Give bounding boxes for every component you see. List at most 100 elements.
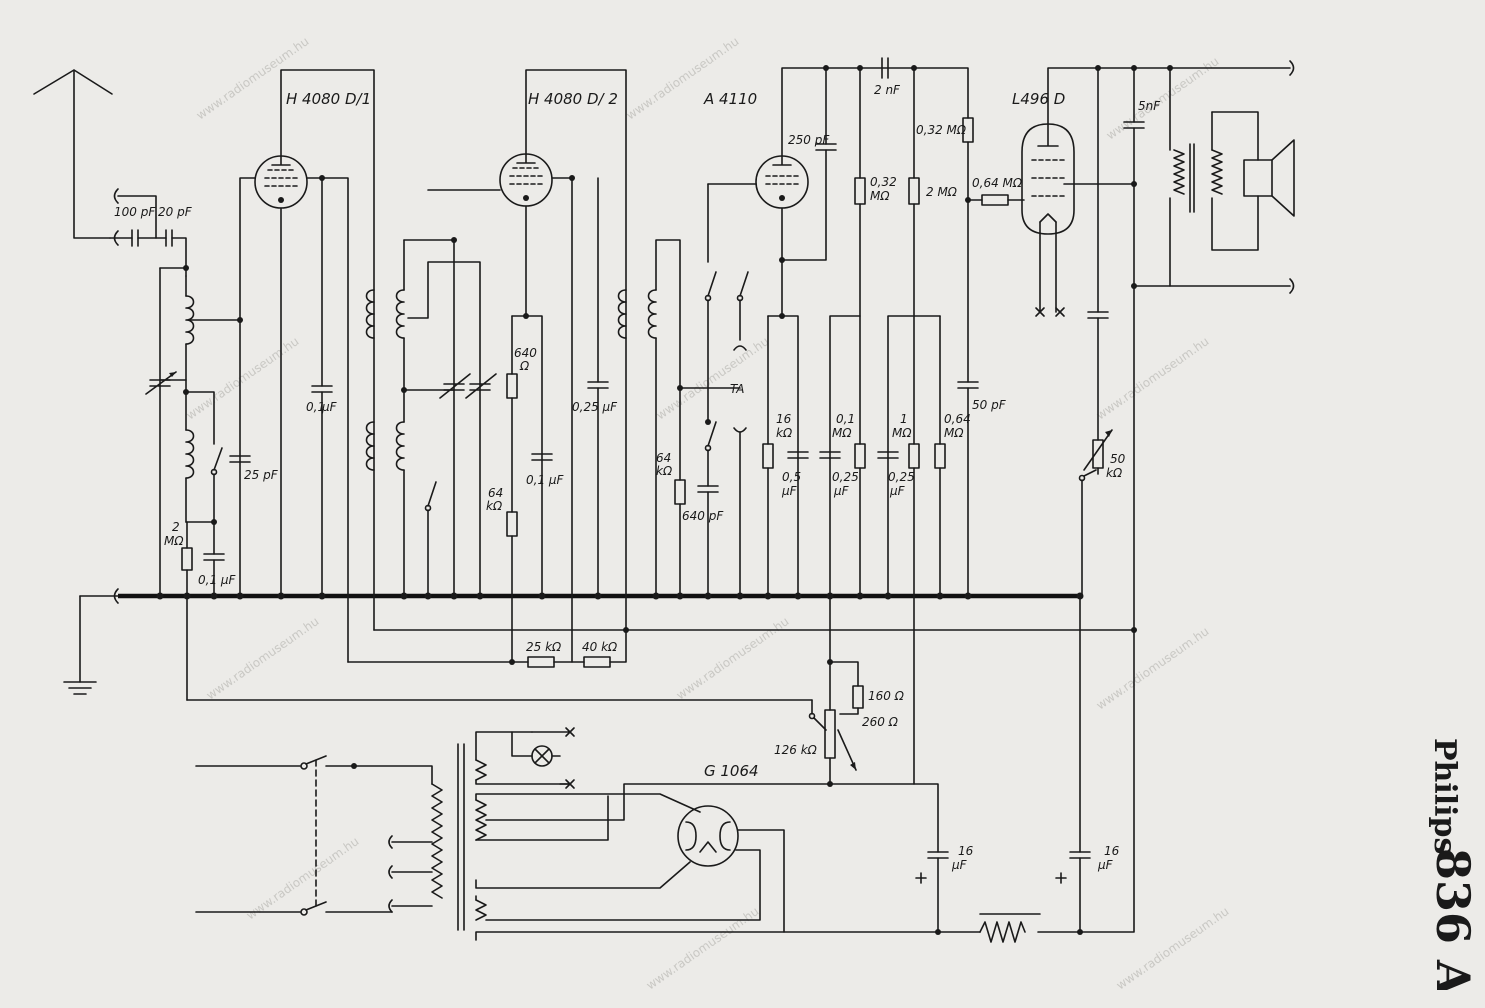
label-tube-2: H 4080 D/ 2 (528, 90, 618, 108)
label-250pf: 250 pF (788, 133, 830, 147)
mains-switch (195, 755, 433, 916)
label-032-a: 0,32 MΩ (916, 123, 967, 137)
switch-5 (704, 421, 717, 487)
label-tube-3: A 4110 (703, 90, 757, 108)
if-transformer-2 (617, 289, 657, 339)
watermark-text: www.radiomuseum.hu (624, 34, 742, 122)
label-025uf-a: 0,25 µF (572, 400, 618, 414)
capacitor-16uf-a (915, 851, 949, 933)
capacitor-640pf (697, 485, 719, 597)
capacitor-250pf (815, 67, 837, 151)
capacitor-25pf (229, 455, 251, 463)
tube-a4110 (755, 155, 809, 209)
title-brand: Philips (1427, 738, 1462, 854)
label-064mohm-b-unit: MΩ (944, 426, 964, 440)
resistor-16k (762, 315, 774, 597)
label-5nf: 5nF (1138, 99, 1161, 113)
tube-h4080d-2 (499, 153, 553, 207)
label-160ohm: 160 Ω (868, 689, 905, 703)
label-2mohm-b: 2 MΩ (926, 185, 958, 199)
resistor-160ohm (839, 685, 864, 715)
capacitor-05uf (787, 451, 809, 459)
label-032-b-unit: MΩ (870, 189, 890, 203)
label-20pf: 20 pF (158, 205, 193, 219)
label-05uf: 0,5 (782, 470, 801, 484)
label-640ohm-unit: Ω (519, 359, 530, 373)
label-025uf-b-unit: µF (833, 484, 850, 498)
watermark-text: www.radiomuseum.hu (654, 334, 772, 422)
label-64k-b: 64 (656, 451, 671, 465)
resistor-032mohm-a (962, 117, 974, 597)
capacitor-100pf (131, 229, 139, 247)
speaker-icon (1243, 139, 1295, 217)
label-50k-unit: kΩ (1106, 466, 1123, 480)
label-16k-unit: kΩ (776, 426, 793, 440)
watermark-text: www.radiomuseum.hu (1114, 904, 1232, 992)
inductor-input-2 (185, 391, 195, 523)
label-05uf-unit: µF (781, 484, 798, 498)
label-01mohm: 0,1 (836, 412, 855, 426)
choke-inductor (979, 913, 1041, 943)
potentiometer-50k (1078, 429, 1113, 597)
capacitor-5nf (1123, 67, 1145, 631)
label-064mohm-a: 0,64 MΩ (972, 176, 1023, 190)
pickup-jack-icon (733, 345, 747, 597)
switch-1 (210, 447, 223, 523)
watermark-text: www.radiomuseum.hu (1094, 334, 1212, 422)
label-025uf-c-unit: µF (889, 484, 906, 498)
capacitor-20pf (165, 229, 173, 247)
label-40k: 40 kΩ (582, 640, 618, 654)
label-01uf-c: 0,1 µF (526, 473, 565, 487)
label-01mohm-unit: MΩ (832, 426, 852, 440)
capacitor-025uf-a (587, 177, 609, 597)
label-1mohm-unit: MΩ (892, 426, 912, 440)
label-025uf-b: 0,25 (832, 470, 859, 484)
label-100pf: 100 pF (114, 205, 156, 219)
switch-4 (736, 271, 749, 341)
label-064mohm-b: 0,64 (944, 412, 971, 426)
resistor-064mohm-a (981, 194, 1009, 206)
power-transformer (431, 743, 487, 931)
label-1mohm: 1 (900, 412, 908, 426)
capacitor-2nf (881, 57, 889, 79)
label-16uf-a: 16 (958, 844, 974, 858)
label-126k: 126 kΩ (774, 743, 818, 757)
resistor-40k (583, 656, 611, 668)
watermark-text: www.radiomuseum.hu (194, 34, 312, 122)
label-16uf-a-unit: µF (951, 858, 968, 872)
resistor-064mohm-b (934, 315, 946, 597)
label-tube-1: H 4080 D/1 (286, 90, 371, 108)
resistor-2mohm-a (181, 521, 193, 701)
label-2nf: 2 nF (874, 83, 901, 97)
resistor-64k-a (506, 511, 518, 663)
label-2mohm-a: 2 (172, 520, 180, 534)
pilot-lamp-icon (511, 727, 575, 789)
resistor-01mohm (854, 67, 866, 597)
capacitor-50pf (957, 381, 979, 389)
label-50k: 50 (1110, 452, 1126, 466)
label-640ohm: 640 (514, 346, 537, 360)
antenna-icon (33, 69, 113, 239)
tube-h4080d-1 (254, 155, 308, 209)
label-ta: TA (730, 382, 744, 396)
label-tube-4: L496 D (1012, 90, 1065, 108)
variable-capacitor-2 (439, 373, 497, 399)
label-tube-rect: G 1064 (704, 762, 759, 780)
model-title: Philips 836 A (1395, 720, 1485, 997)
label-64k-a: 64 (488, 486, 503, 500)
label-16uf-b-unit: µF (1097, 858, 1114, 872)
variable-capacitor-1 (145, 371, 177, 395)
watermark-text: www.radiomuseum.hu (644, 904, 762, 992)
label-64k-a-unit: kΩ (486, 499, 503, 513)
output-transformer (1173, 143, 1223, 213)
label-01uf-b-unit: µF (321, 400, 338, 414)
switch-2 (424, 481, 437, 597)
resistor-25k (527, 656, 555, 668)
label-25k: 25 kΩ (526, 640, 562, 654)
switch-3 (704, 183, 717, 423)
resistor-1mohm (908, 67, 920, 785)
label-25pf: 25 pF (244, 468, 279, 482)
title-model: 836 A (1426, 848, 1480, 990)
potentiometer-126k (808, 661, 857, 785)
model-title-svg: Philips 836 A (1426, 738, 1480, 997)
